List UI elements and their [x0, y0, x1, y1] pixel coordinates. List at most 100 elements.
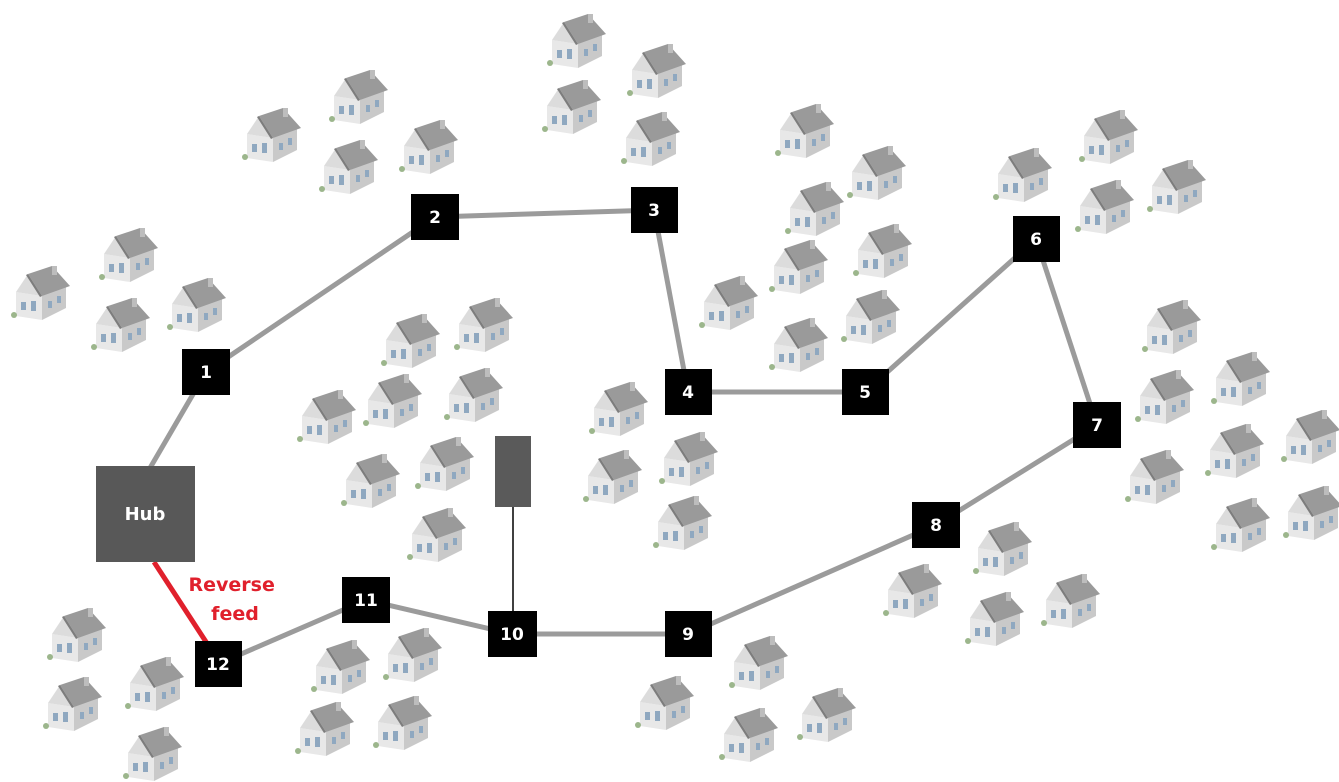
node-7: 7	[1073, 402, 1121, 448]
house-icon	[444, 368, 503, 422]
svg-text:11: 11	[354, 591, 378, 611]
node-2: 2	[411, 194, 459, 240]
svg-text:10: 10	[500, 625, 524, 645]
house-icon	[847, 146, 906, 200]
house-icon	[883, 564, 942, 618]
reverse-feed-line1: Reverse	[189, 574, 275, 596]
house-icon	[1211, 498, 1270, 552]
node-6: 6	[1013, 216, 1060, 262]
house-icon	[542, 80, 601, 134]
house-icon	[965, 592, 1024, 646]
house-icon	[381, 314, 440, 368]
house-icon	[635, 676, 694, 730]
svg-text:12: 12	[206, 655, 230, 675]
svg-text:4: 4	[682, 383, 694, 403]
link-10-11	[365, 597, 513, 637]
reverse-feed-label: Reverse feed	[189, 574, 282, 625]
house-icon	[363, 374, 422, 428]
link-8-9	[686, 522, 938, 637]
house-icon	[311, 640, 370, 694]
house-icon	[1075, 180, 1134, 234]
house-icon	[853, 224, 912, 278]
node-11: 11	[342, 577, 390, 623]
house-icon	[242, 108, 301, 162]
house-icon	[329, 70, 388, 124]
link-2-3	[434, 207, 655, 220]
svg-text:1: 1	[200, 363, 212, 383]
house-icon	[769, 240, 828, 294]
house-icon	[785, 182, 844, 236]
node-4: 4	[665, 369, 712, 415]
house-icon	[91, 298, 150, 352]
house-icon	[407, 508, 466, 562]
house-icon	[583, 450, 642, 504]
house-icon	[373, 696, 432, 750]
house-icon	[659, 432, 718, 486]
hub: Hub	[96, 466, 195, 562]
node-12: 12	[195, 641, 242, 687]
house-icon	[295, 702, 354, 756]
house-icon	[123, 727, 182, 781]
link-1-2	[204, 214, 437, 375]
house-icon	[627, 44, 686, 98]
node-5: 5	[842, 369, 889, 415]
house-icon	[1125, 450, 1184, 504]
svg-text:7: 7	[1091, 416, 1103, 436]
house-icon	[797, 688, 856, 742]
house-icon	[729, 636, 788, 690]
house-icon	[1041, 574, 1100, 628]
house-icon	[547, 14, 606, 68]
svg-text:3: 3	[648, 201, 660, 221]
reverse-feed-line2: feed	[211, 603, 259, 625]
link-7-8	[934, 422, 1099, 528]
house-icon	[341, 454, 400, 508]
ring-links	[147, 207, 1100, 667]
house-icon	[769, 318, 828, 372]
reverse-feed-link	[151, 560, 213, 650]
house-icon	[43, 677, 102, 731]
house-icon	[1147, 160, 1206, 214]
svg-text:9: 9	[682, 625, 694, 645]
house-icon	[399, 120, 458, 174]
house-icon	[297, 390, 356, 444]
node-9: 9	[665, 611, 712, 657]
hub-label: Hub	[125, 504, 166, 525]
house-icon	[125, 657, 184, 711]
house-icon	[973, 522, 1032, 576]
house-icon	[1135, 370, 1194, 424]
house-icon	[993, 148, 1052, 202]
nodes-layer: 1 2 3 4 5 6 7 8 9 10 11 12	[182, 187, 1121, 687]
cabinet-icon	[495, 436, 531, 507]
house-icon	[415, 437, 474, 491]
house-icon	[319, 140, 378, 194]
house-icon	[454, 298, 513, 352]
house-icon	[1283, 486, 1339, 540]
svg-text:2: 2	[429, 208, 441, 228]
house-icon	[1281, 410, 1339, 464]
node-8: 8	[912, 502, 960, 548]
link-6-7	[1033, 238, 1100, 426]
house-icon	[589, 382, 648, 436]
node-10: 10	[488, 611, 537, 657]
svg-text:6: 6	[1030, 230, 1042, 250]
house-icon	[99, 228, 158, 282]
node-1: 1	[182, 349, 230, 395]
house-icon	[775, 104, 834, 158]
house-icon	[841, 290, 900, 344]
house-icon	[621, 112, 680, 166]
house-icon	[383, 628, 442, 682]
house-icon	[11, 266, 70, 320]
link-11-12	[217, 597, 367, 667]
node-3: 3	[631, 187, 678, 233]
house-icon	[167, 278, 226, 332]
link-3-4	[651, 209, 691, 393]
house-icon	[1142, 300, 1201, 354]
house-icon	[719, 708, 778, 762]
house-icon	[1205, 424, 1264, 478]
link-5-6	[863, 237, 1038, 394]
house-icon	[1079, 110, 1138, 164]
house-icon	[47, 608, 106, 662]
house-icon	[1211, 352, 1270, 406]
